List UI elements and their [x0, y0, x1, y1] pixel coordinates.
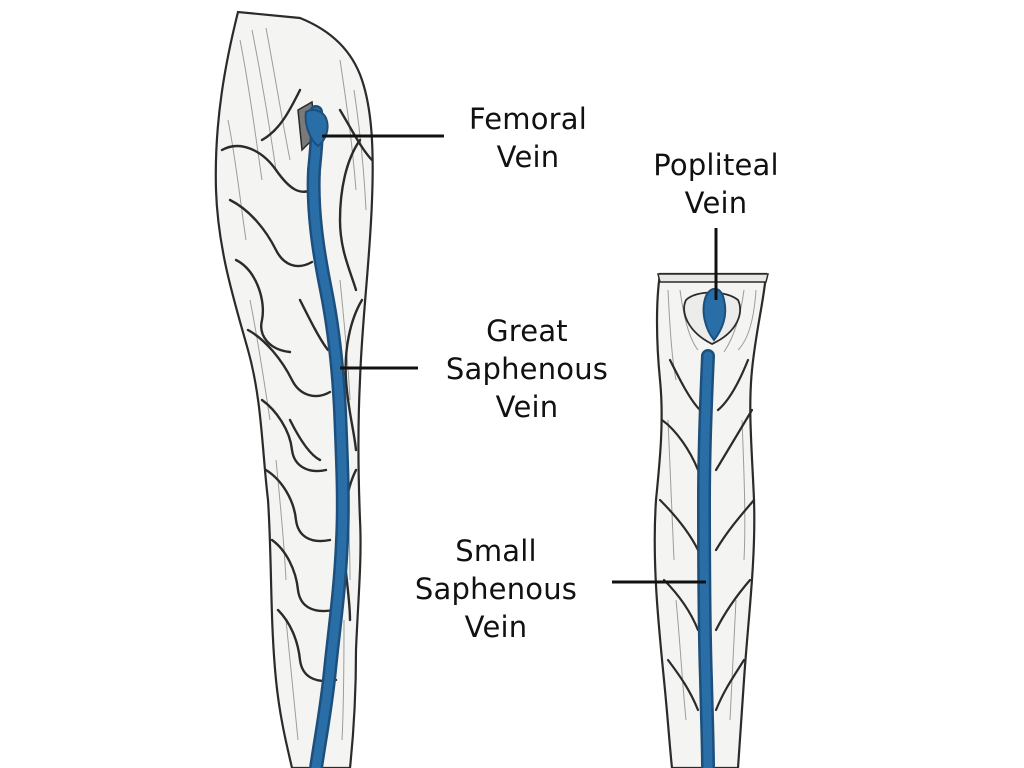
label-small-saphenous-line1: Small: [455, 534, 537, 568]
label-great-saphenous-line1: Great: [486, 314, 568, 348]
right-leg-vein-network: [658, 358, 756, 712]
right-leg: [653, 272, 769, 768]
label-femoral-line2: Vein: [496, 140, 560, 174]
label-small-saphenous-line3: Vein: [464, 610, 528, 644]
label-great-saphenous-line3: Vein: [495, 390, 559, 424]
label-great-saphenous-vein: Great Saphenous Vein: [446, 312, 608, 426]
left-leg: [214, 10, 374, 768]
label-small-saphenous-vein: Small Saphenous Vein: [415, 532, 577, 646]
right-leg-hatching: [667, 289, 757, 721]
label-great-saphenous-line2: Saphenous: [445, 352, 609, 386]
label-femoral-line1: Femoral: [468, 102, 588, 136]
label-popliteal-line2: Vein: [684, 186, 748, 220]
label-femoral-vein: Femoral Vein: [469, 100, 587, 176]
left-leg-hatching: [227, 27, 367, 741]
label-popliteal-line1: Popliteal: [653, 148, 779, 182]
leader-lines: [322, 134, 718, 584]
label-small-saphenous-line2: Saphenous: [414, 572, 578, 606]
label-popliteal-vein: Popliteal Vein: [653, 146, 779, 222]
